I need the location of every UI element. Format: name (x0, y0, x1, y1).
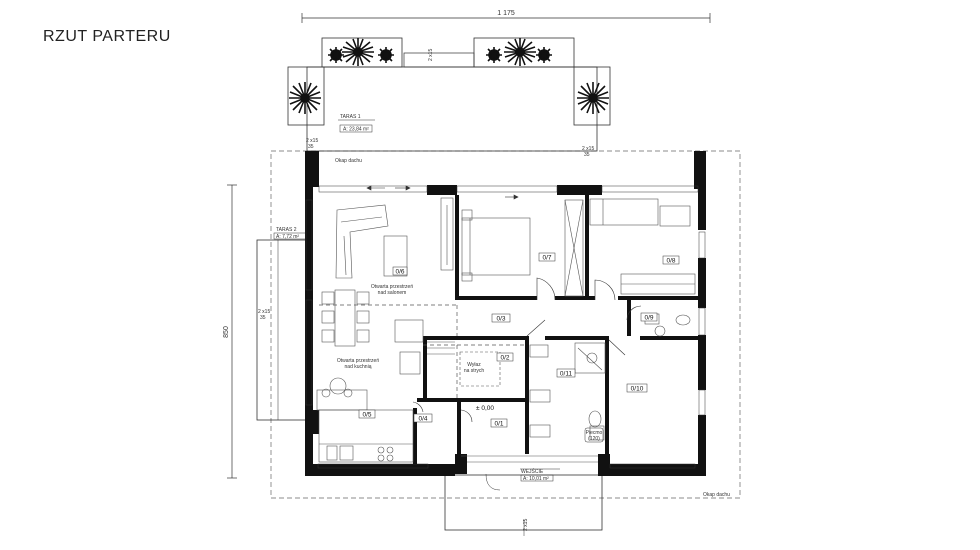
entrance-step: 2 x15 (523, 519, 529, 531)
room-label-09: 0/9 (644, 315, 653, 322)
living-furniture (321, 197, 454, 398)
room-label-04: 0/4 (418, 416, 427, 423)
height-dimension-label: 850 (223, 326, 230, 338)
planter-boxes (287, 37, 611, 126)
width-dimension-label: 1 175 (497, 10, 515, 17)
room-label-08: 0/8 (666, 258, 675, 265)
roof-eave-label-bottom: Okap dachu (703, 492, 730, 498)
room-label-05: 0/5 (362, 412, 371, 419)
terrace-2-step: 2 x15 (258, 309, 270, 315)
attic-note-line2: na strych (464, 368, 485, 374)
page-title: RZUT PARTERU (43, 28, 171, 45)
windows (305, 185, 706, 469)
room-label-01: 0/1 (494, 421, 503, 428)
room-label-03: 0/3 (496, 316, 505, 323)
exterior-walls (305, 151, 706, 476)
attic-hatch (427, 341, 501, 387)
attic-note-line1: Wyłaz (467, 362, 481, 368)
terrace-2-step2: 35 (260, 315, 266, 321)
room-labels: 0/6 0/7 0/8 0/3 0/9 0/2 0/11 0/10 0/5 0/… (358, 252, 680, 428)
room-label-02: 0/2 (500, 355, 509, 362)
level-mark: ± 0,00 (476, 405, 494, 412)
terrace-2-area: A: 7,72 m² (276, 234, 299, 240)
room-label-07: 0/7 (542, 255, 551, 262)
room-label-06: 0/6 (395, 269, 404, 276)
terrace-1-area: A: 23,84 m² (343, 127, 369, 133)
entrance-area: A: 10,01 m² (523, 476, 549, 482)
boiler-note-line2: (120) (588, 436, 600, 442)
terrace-2: TARAS 2 A: 7,72 m² 2 x15 35 (256, 227, 308, 421)
terrace-1-left-step: 2 x15 (306, 138, 318, 144)
salon-note-line1: Otwarta przestrzeń (371, 284, 413, 290)
bedroom-08-furniture (589, 198, 696, 295)
entrance-name: WEJŚCIE (521, 467, 544, 475)
terrace-1-right-step: 2 x15 (582, 146, 594, 152)
boiler-note-line1: Piecmo (586, 430, 603, 436)
plant-icons (289, 38, 609, 114)
interior-walls (413, 195, 700, 464)
entrance-porch: 2 x15 WEJŚCIE A: 10,01 m² (444, 467, 603, 536)
roof-eave-label-top: Okap dachu (335, 158, 362, 164)
terrace-1-right-step2: 35 (584, 152, 590, 158)
room-label-11: 0/11 (560, 371, 573, 378)
height-dimension: 850 (223, 184, 237, 479)
terrace-1-step: 2 x15 (428, 49, 434, 61)
terrace-2-name: TARAS 2 (276, 227, 297, 233)
width-dimension: 1 175 (301, 10, 711, 23)
terrace-1-left-step2: 35 (308, 144, 314, 150)
annotations: Otwarta przestrzeń nad salonem Otwarta p… (337, 284, 604, 443)
open-space-lines (319, 304, 525, 398)
kitchen-note-line1: Otwarta przestrzeń (337, 358, 379, 364)
salon-note-line2: nad salonem (378, 290, 407, 296)
stairs (461, 455, 598, 463)
sliding-door-arrows (366, 185, 519, 200)
bedroom-07-furniture (461, 199, 584, 297)
terrace-1-name: TARAS 1 (340, 114, 361, 120)
kitchen-note-line2: nad kuchnią (345, 364, 372, 370)
door-swings (412, 277, 642, 423)
bathroom-fixtures (529, 313, 691, 441)
terrace-1: TARAS 1 A: 23,84 m² 2 x15 2 x15 35 2 x15… (306, 49, 598, 158)
room-label-10: 0/10 (631, 386, 644, 393)
